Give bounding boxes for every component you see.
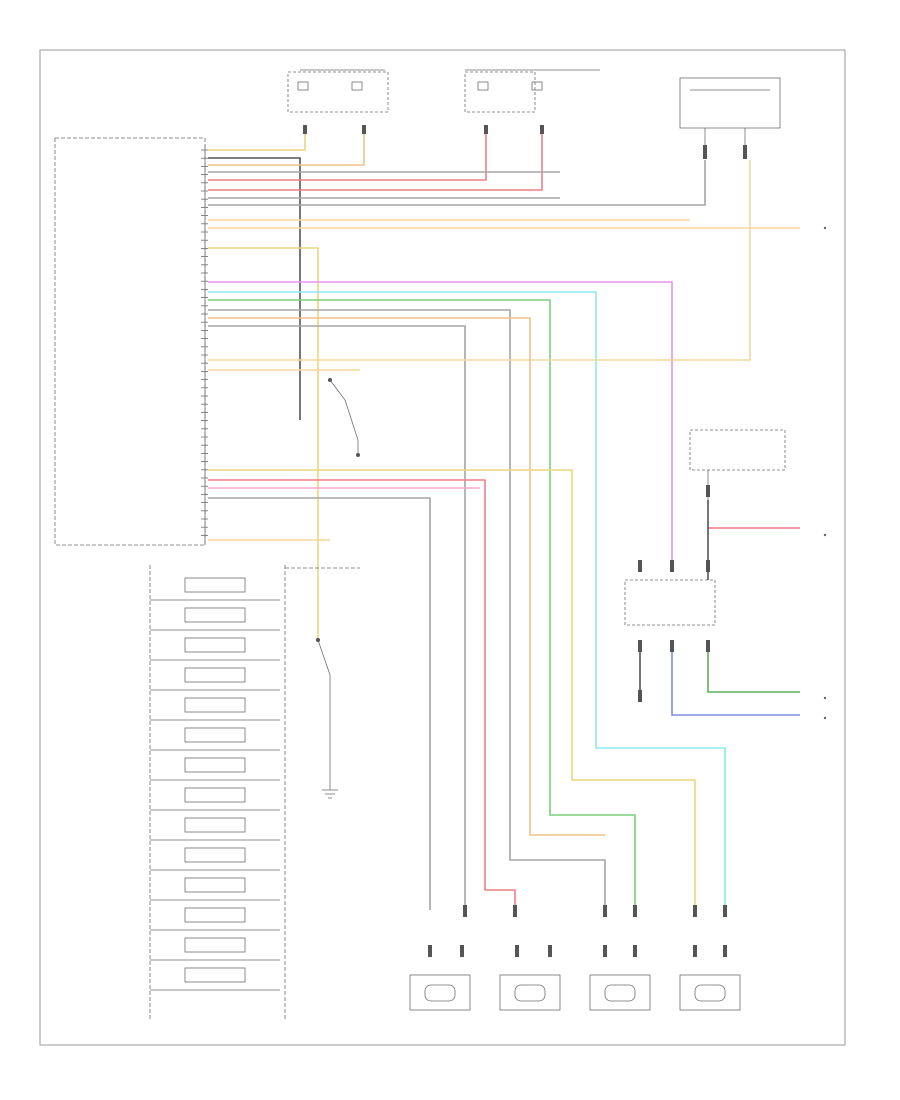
module-right	[624, 560, 716, 702]
wire-harness	[208, 134, 800, 910]
control-module-left	[54, 137, 206, 546]
legend-solenoid-box	[184, 937, 246, 953]
fuse-block-top-middle	[464, 69, 600, 113]
module-pin-rows	[201, 149, 208, 536]
legend-solenoid-box	[184, 817, 246, 833]
legend-solenoid-box	[184, 967, 246, 983]
wheel-speed-sensor-3	[589, 945, 651, 1011]
legend-solenoid-box	[184, 577, 246, 593]
legend-solenoid-box	[184, 757, 246, 773]
legend-solenoid-box	[184, 667, 246, 683]
wheel-speed-sensor-4	[679, 945, 741, 1011]
wheel-speed-sensor-2	[499, 945, 561, 1011]
wheel-speed-sensor-1	[409, 945, 471, 1011]
legend-solenoid-box	[184, 907, 246, 923]
ground-connector-top-right	[679, 77, 781, 145]
fuse-block-right	[689, 429, 786, 500]
legend-solenoid-box	[184, 637, 246, 653]
sensor-lead-pins	[463, 905, 727, 917]
legend-solenoid-box	[184, 787, 246, 803]
legend-solenoid-box	[184, 847, 246, 863]
legend-solenoid-box	[184, 697, 246, 713]
switch-left-upper	[328, 378, 360, 457]
edge-markers	[823, 226, 827, 720]
connector-pins-top	[303, 125, 747, 159]
legend-solenoid-box	[184, 727, 246, 743]
valve-body-legend	[149, 565, 280, 1020]
legend-solenoid-box	[184, 877, 246, 893]
switch-left-lower	[316, 638, 331, 780]
ground-point	[322, 780, 338, 799]
diagram-frame	[39, 49, 846, 1046]
legend-solenoid-box	[184, 607, 246, 623]
fuse-block-top-left	[287, 69, 389, 113]
